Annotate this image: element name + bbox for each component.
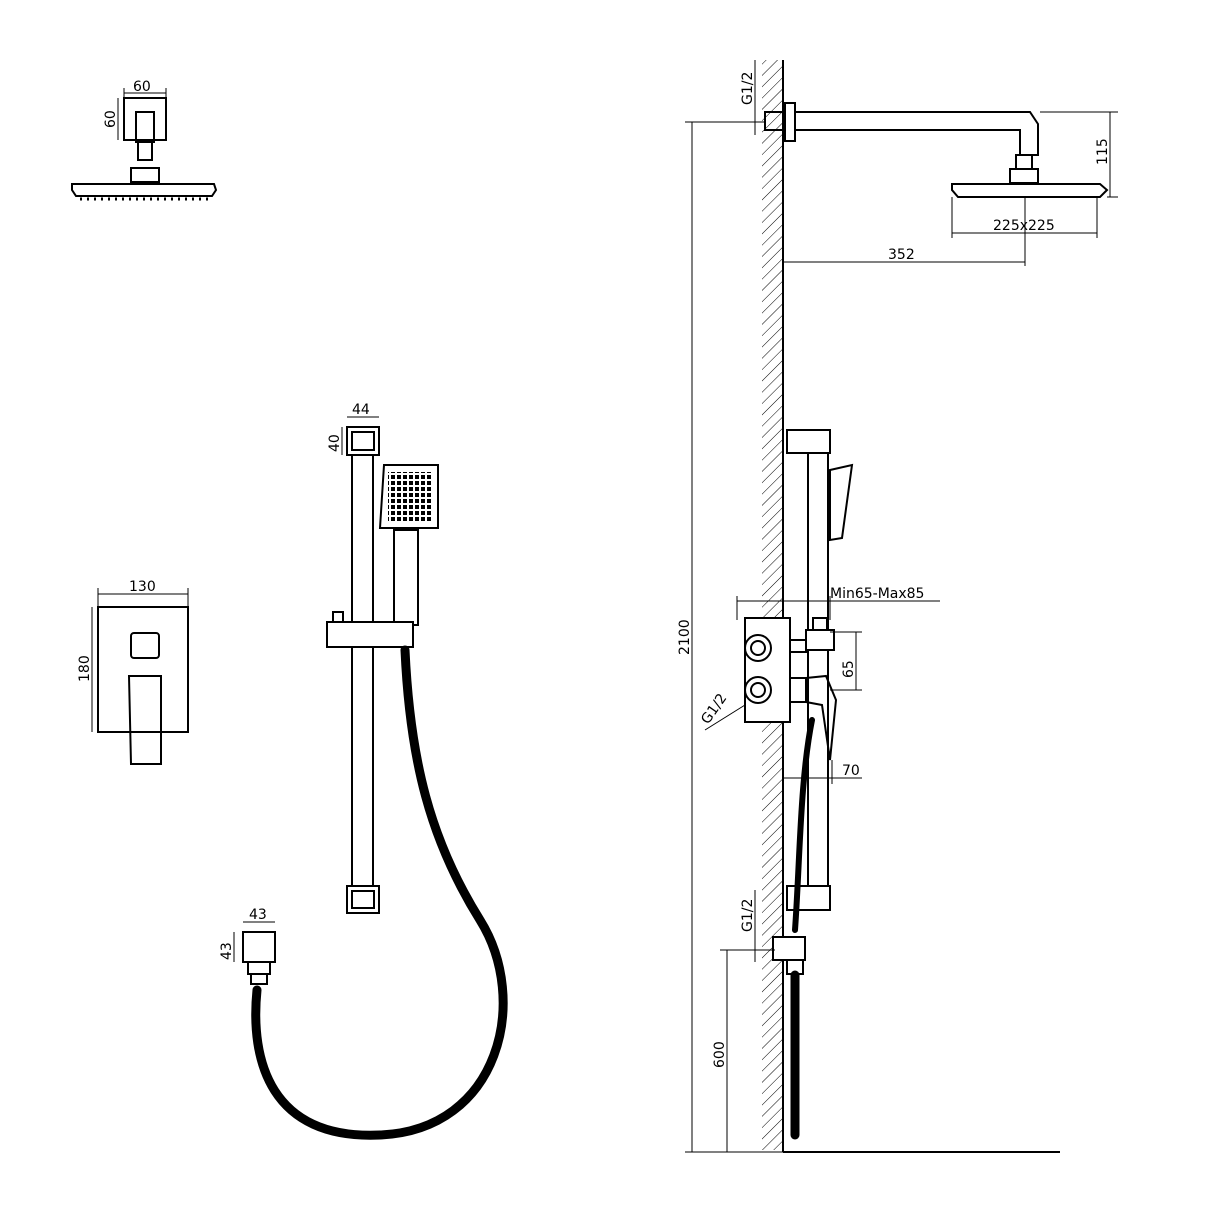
dim-mixer-height: 180 — [77, 655, 93, 682]
dim-outlet-height: 600 — [712, 1041, 728, 1068]
dim-mixer-width: 130 — [129, 579, 156, 595]
dim-outlet-height: 43 — [219, 942, 235, 960]
slide-rail-front-view: 44 40 — [251, 402, 508, 1140]
mixer-plate-front-view: 130 180 — [77, 579, 189, 765]
dim-inlet-spacing: 65 — [841, 660, 857, 678]
overhead-shower-front-view: 60 60 — [71, 79, 218, 201]
thread-bottom-label: G1/2 — [740, 899, 756, 932]
dim-head-size: 225x225 — [993, 218, 1055, 234]
dim-arm-projection: 352 — [888, 247, 915, 263]
side-view: 2100 G1/2 115 225x225 352 Min65-Max85 65… — [677, 60, 1118, 1153]
dim-mixer-projection: 70 — [842, 763, 860, 779]
thread-mixer-label: G1/2 — [698, 691, 730, 728]
dim-overhead-width: 60 — [133, 79, 151, 95]
dim-total-height: 2100 — [677, 619, 693, 655]
thread-top-label: G1/2 — [740, 72, 756, 105]
dim-wall-depth: Min65-Max85 — [830, 586, 924, 602]
dim-outlet-width: 43 — [249, 907, 267, 923]
dim-rail-bracket: 40 — [327, 434, 343, 452]
dim-head-drop: 115 — [1095, 138, 1111, 165]
wall-outlet-front-view: 43 43 — [219, 907, 276, 985]
dim-rail-width: 44 — [352, 402, 370, 418]
dim-overhead-height: 60 — [103, 110, 119, 128]
